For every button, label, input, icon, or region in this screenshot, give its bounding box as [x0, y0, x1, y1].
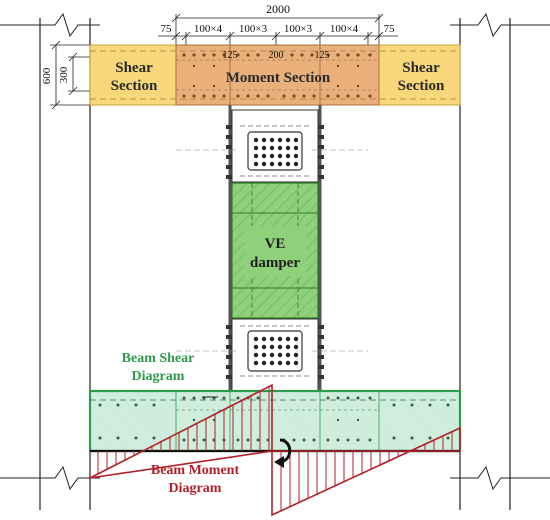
moment-diagram-hatching: [97, 386, 453, 511]
shear-section-right-label-line1: Shear: [402, 60, 440, 76]
top-dimension-chain: [158, 13, 398, 46]
ve-damper: [231, 182, 319, 319]
dim-100x4-right: 100×4: [330, 23, 359, 35]
left-wall-break-bottom: [0, 465, 100, 491]
right-wall-break-bottom: [450, 465, 550, 491]
shear-section-left-label-line1: Shear: [115, 60, 153, 76]
damper-label-line2: damper: [250, 255, 300, 271]
dim-100x4-left: 100×4: [194, 23, 223, 35]
top-coupling-beam: [89, 44, 461, 106]
left-wall-break-top: [0, 12, 100, 38]
lower-connector-plate: [176, 318, 368, 392]
moment-section-plate: [175, 44, 380, 106]
left-depth-dimensions: [50, 40, 92, 110]
shear-diagram-label-line2: Diagram: [132, 369, 185, 384]
dim-75-left: 75: [161, 23, 173, 35]
shear-section-left-label-line2: Section: [111, 78, 158, 94]
moment-diagram-label-line2: Diagram: [169, 481, 222, 496]
left-wall-pier: [0, 12, 100, 510]
dim-200: 200: [269, 50, 284, 61]
shear-diagram-label-line1: Beam Shear: [122, 351, 195, 366]
right-wall-pier: [450, 12, 550, 510]
beam-moment-diagram: [89, 383, 461, 517]
inner-depth-dimension: 300: [58, 66, 70, 83]
shear-section-right-label-line2: Section: [398, 78, 445, 94]
upper-connector-plate: [176, 109, 368, 183]
damper-label-line1: VE: [265, 236, 286, 252]
moment-section-bolts: [182, 53, 372, 98]
dim-125-right: 125: [315, 50, 330, 61]
dim-100x3-left: 100×3: [239, 23, 268, 35]
dim-75-right: 75: [384, 23, 396, 35]
dim-100x3-right: 100×3: [284, 23, 313, 35]
beam-shear-diagram: [88, 389, 462, 453]
right-wall-break-top: [450, 12, 550, 38]
moment-section-label: Moment Section: [226, 70, 331, 86]
total-width-dimension: 2000: [266, 2, 290, 16]
moment-diagram-label-line1: Beam Moment: [151, 463, 240, 478]
dim-125-left: 125: [223, 50, 238, 61]
beam-depth-dimension: 600: [41, 67, 53, 84]
moment-arrow-icon: [274, 438, 292, 468]
connecting-rods: [226, 105, 324, 392]
